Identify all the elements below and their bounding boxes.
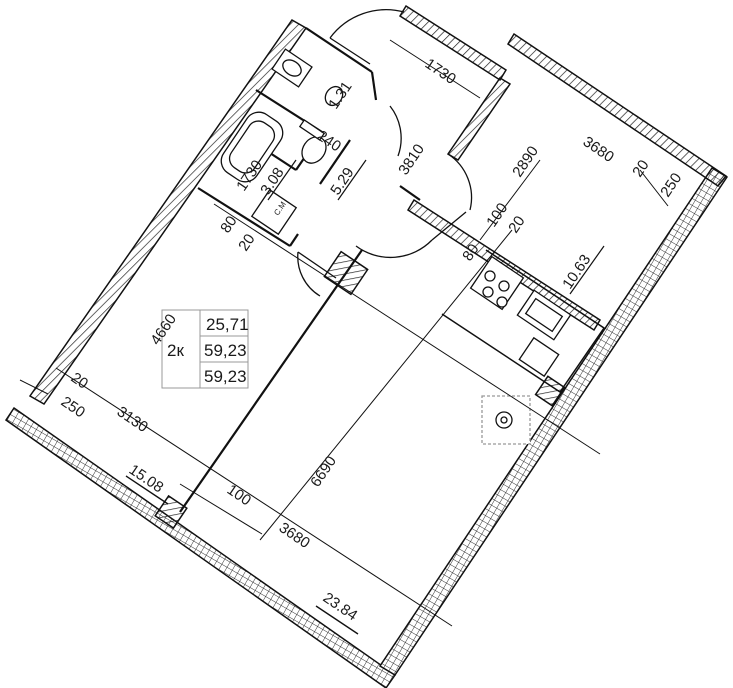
total-area-value: 59,23	[204, 341, 247, 360]
bathtub-icon	[220, 111, 284, 183]
stove-icon	[469, 255, 525, 311]
kitchen-sink-icon	[516, 289, 572, 341]
dim-20-c: 20	[235, 231, 258, 254]
dim-20-a: 20	[629, 157, 652, 180]
dim-3680-bottom: 3680	[276, 519, 313, 552]
dim-3680-top: 3680	[580, 133, 617, 166]
area-summary-table: 2к 25,71 59,23 59,23	[161, 309, 249, 389]
room-area-living-kitchen: 23.84	[320, 589, 361, 624]
wc-toilet-icon	[324, 85, 344, 107]
toilet-icon	[298, 119, 327, 164]
dim-3130: 3130	[114, 403, 151, 436]
room-area-wc: 1.31	[325, 79, 355, 113]
apartment-type: 2к	[167, 341, 184, 360]
doors	[297, 9, 473, 297]
dim-80-b: 80	[217, 213, 240, 236]
washer-icon	[250, 188, 298, 236]
dim-20-b: 20	[505, 213, 528, 236]
dim-250-b: 250	[58, 393, 88, 421]
fridge-icon	[518, 336, 560, 378]
sink-icon	[271, 48, 313, 88]
dim-6690: 6690	[307, 453, 340, 490]
dim-100-b: 100	[224, 481, 254, 509]
table-icon	[481, 395, 531, 445]
living-area-value: 25,71	[206, 315, 249, 334]
fixtures	[220, 48, 572, 445]
dim-250-a: 250	[657, 170, 685, 200]
dim-20-d: 20	[68, 369, 91, 392]
dim-1730: 1730	[422, 55, 459, 88]
dimension-lines	[19, 39, 669, 627]
dim-80-a: 80	[459, 241, 482, 264]
total-area-balcony-value: 59,23	[204, 367, 247, 386]
exterior-walls	[4, 4, 729, 688]
room-area-bedroom-right: 10.63	[559, 252, 594, 293]
dim-2890: 2890	[509, 143, 542, 180]
